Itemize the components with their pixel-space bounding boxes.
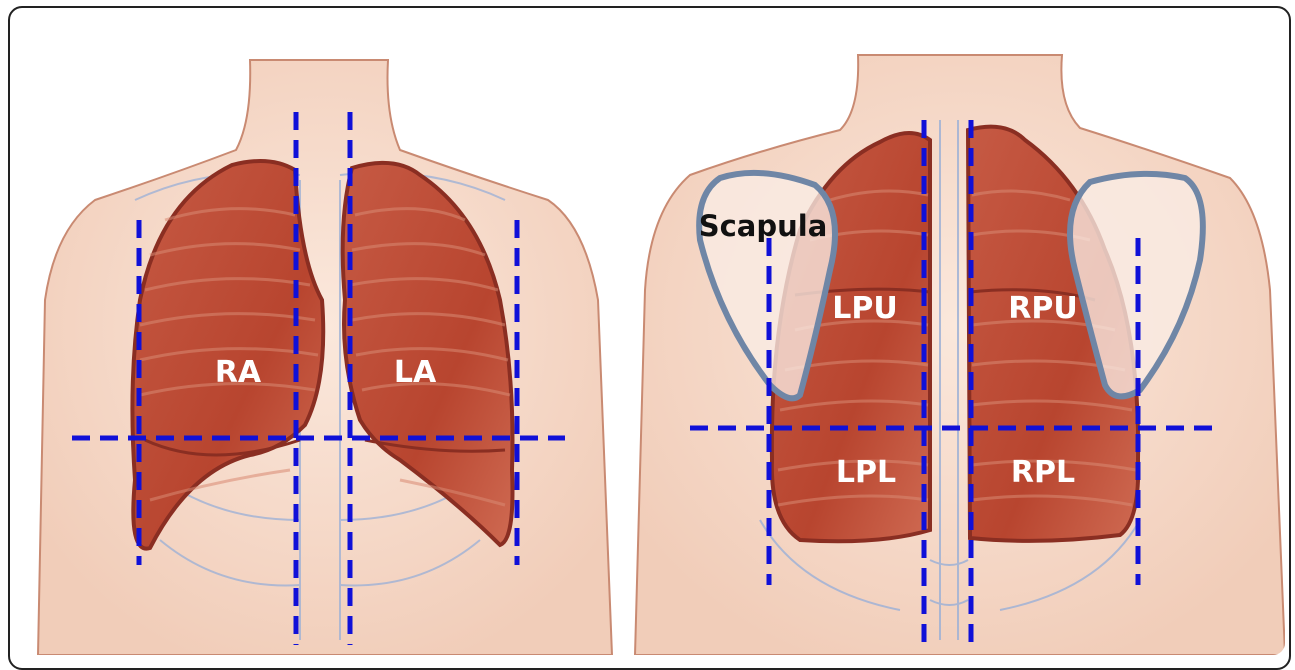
anterior-view: RA LA [38,60,612,655]
posterior-view: Scapula LPU RPU LPL RPL [635,55,1285,655]
label-left-posterior-upper: LPU [832,291,897,326]
label-scapula: Scapula [699,209,828,243]
lung-zones-diagram: RA LA [0,0,1295,655]
label-right-posterior-upper: RPU [1008,291,1077,326]
label-right-posterior-lower: RPL [1011,455,1075,490]
label-left-posterior-lower: LPL [836,455,896,490]
posterior-torso [635,55,1285,655]
label-left-anterior: LA [394,355,437,390]
anterior-torso [38,60,612,655]
label-right-anterior: RA [215,355,262,390]
